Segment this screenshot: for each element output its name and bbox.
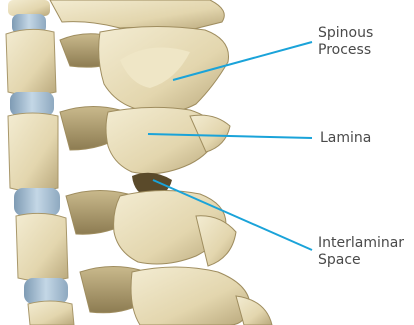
spinous-process-label-line1: Spinous — [318, 25, 373, 42]
interlaminar-space-label-line1: Interlaminar — [318, 235, 404, 252]
vertebral-body — [8, 0, 50, 16]
lamina-label: Lamina — [320, 130, 371, 147]
intervertebral-disc — [24, 278, 68, 304]
spinous-process-label-line2: Process — [318, 42, 373, 59]
vertebral-body — [6, 29, 56, 95]
intervertebral-disc — [14, 188, 60, 216]
vertebral-body — [16, 213, 68, 281]
interlaminar-space-label-line2: Space — [318, 252, 404, 269]
vertebral-body — [8, 113, 58, 191]
intervertebral-disc — [10, 92, 54, 116]
interlaminar-space-label: Interlaminar Space — [318, 235, 404, 269]
posterior-elements — [50, 0, 272, 325]
vertebral-body — [28, 301, 74, 325]
spinous-process-label: Spinous Process — [318, 25, 373, 59]
